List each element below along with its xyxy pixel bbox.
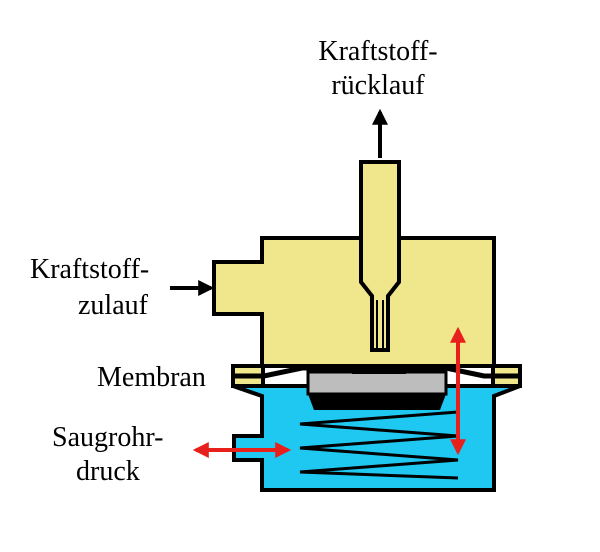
return-label-line2: rücklauf bbox=[331, 70, 425, 101]
membrane-label: Membran bbox=[97, 362, 206, 393]
spring-seat bbox=[308, 394, 446, 410]
fuel-chamber bbox=[212, 236, 496, 368]
manifold-label-line2: druck bbox=[76, 456, 140, 487]
spring bbox=[299, 410, 459, 480]
return-label-line1: Kraftstoff- bbox=[318, 36, 437, 67]
inlet-label-line1: Kraftstoff- bbox=[30, 254, 149, 285]
inlet-label-line2: zulauf bbox=[78, 290, 149, 321]
manifold-label-line1: Saugrohr- bbox=[52, 422, 163, 453]
valve-plate bbox=[306, 370, 448, 396]
return-tube bbox=[359, 160, 401, 352]
valve-seat bbox=[352, 366, 406, 374]
